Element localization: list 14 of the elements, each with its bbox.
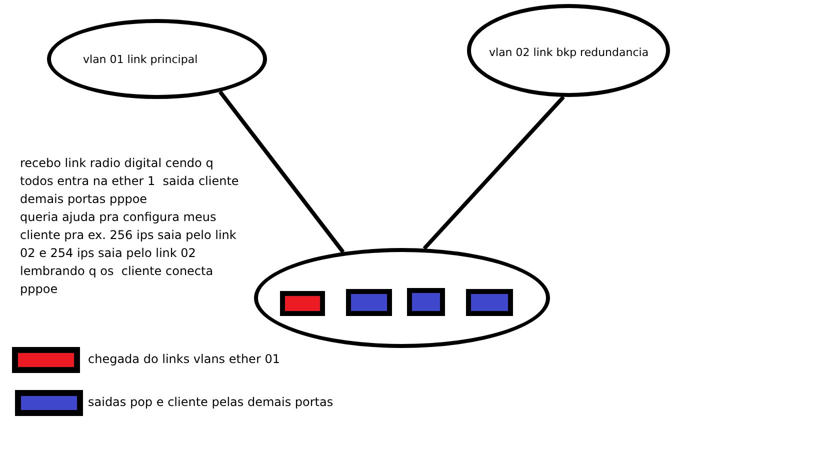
note-text: queria ajuda pra configura meus cliente pra ex. 256 ips saia pelo link 02 e 254 ips saia pelo link 02 lembrando q os cliente conecta pppoe <box>20 209 238 298</box>
port-box <box>466 289 513 316</box>
vlan-ellipse <box>47 19 267 99</box>
node-label: vlan 01 link principal <box>83 53 198 66</box>
port-box <box>346 289 392 316</box>
vlan-ellipse <box>467 4 670 97</box>
legend-label: chegada do links vlans ether 01 <box>88 352 280 366</box>
legend-label: saidas pop e cliente pelas demais portas <box>88 395 334 409</box>
router-ellipse <box>254 248 550 348</box>
connector-line <box>218 90 345 254</box>
connector-line <box>422 96 565 250</box>
port-box <box>280 291 325 316</box>
port-box <box>407 288 445 316</box>
node-label: vlan 02 link bkp redundancia <box>489 46 649 59</box>
